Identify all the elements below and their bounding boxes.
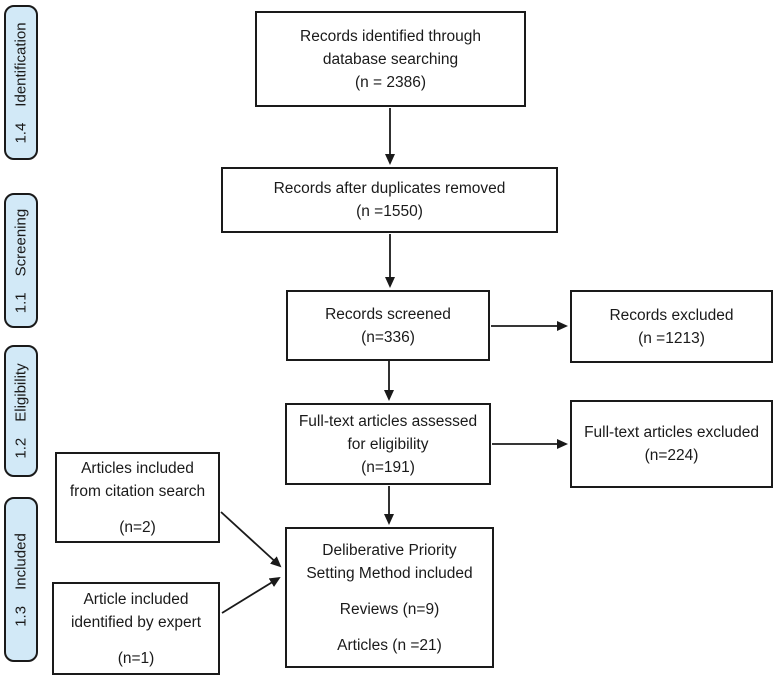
box-count: (n=224) — [644, 447, 699, 464]
box-count: (n=2) — [119, 518, 156, 536]
box-count: Articles (n =21) — [337, 636, 442, 654]
box-line: from citation search — [69, 482, 206, 500]
box-line: Deliberative Priority — [322, 541, 457, 559]
phase-number: 1.4 — [12, 122, 30, 144]
box-line: identified by expert — [70, 613, 202, 631]
phase-text: Eligibility — [12, 363, 30, 422]
box-line: Full-text articles assessed — [298, 412, 478, 430]
flow-box-dps-method-included: Deliberative Priority Setting Method inc… — [285, 527, 494, 668]
phase-number: 1.1 — [12, 291, 30, 313]
box-line: Records after duplicates removed — [273, 180, 506, 197]
flow-box-records-identified: Records identified through database sear… — [255, 11, 526, 107]
flow-box-records-excluded: Records excluded (n =1213) — [570, 290, 773, 363]
box-line: Full-text articles excluded — [584, 424, 759, 441]
box-line: Records screened — [325, 305, 451, 323]
box-count: (n=1) — [117, 649, 155, 667]
arrow-expert-to-included — [221, 576, 281, 614]
flow-box-records-screened: Records screened (n=336) — [286, 290, 490, 361]
flow-box-fulltext-assessed: Full-text articles assessed for eligibil… — [285, 403, 491, 485]
phase-text: Screening — [12, 208, 30, 276]
phase-label-included: 1.3 Included — [4, 497, 38, 662]
box-count: (n =1550) — [356, 203, 423, 220]
box-line: Records identified through — [300, 27, 481, 45]
box-line: Articles included — [81, 459, 194, 477]
box-line: Setting Method included — [306, 564, 473, 582]
box-count: Reviews (n=9) — [339, 600, 440, 618]
box-count: (n =1213) — [638, 329, 705, 347]
box-line: Article included — [83, 590, 189, 608]
phase-label-identification: 1.4 Identification — [4, 5, 38, 160]
phase-number: 1.2 — [12, 437, 30, 459]
box-count: (n=191) — [361, 458, 415, 476]
phase-text: Identification — [12, 21, 30, 107]
box-count: (n = 2386) — [354, 73, 427, 91]
phase-label-screening: 1.1 Screening — [4, 193, 38, 328]
flow-box-expert-identified: Article included identified by expert (n… — [52, 582, 220, 675]
box-line: Records excluded — [609, 306, 734, 324]
box-line: database searching — [322, 50, 459, 68]
flow-box-duplicates-removed: Records after duplicates removed (n =155… — [221, 167, 558, 233]
phase-number: 1.3 — [12, 605, 30, 627]
flow-box-citation-search: Articles included from citation search (… — [55, 452, 220, 543]
phase-label-eligibility: 1.2 Eligibility — [4, 345, 38, 477]
arrow-citation-to-included — [220, 511, 282, 568]
box-line: for eligibility — [347, 435, 429, 453]
flow-box-fulltext-excluded: Full-text articles excluded (n=224) — [570, 400, 773, 488]
phase-text: Included — [12, 532, 30, 590]
box-count: (n=336) — [361, 328, 415, 346]
